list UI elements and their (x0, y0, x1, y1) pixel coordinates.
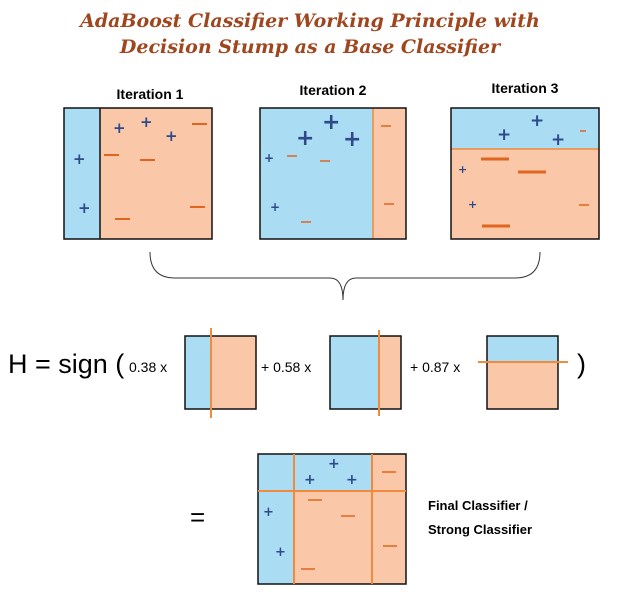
combining-brace (149, 251, 541, 301)
region-negative (451, 149, 599, 239)
region-positive (64, 108, 100, 239)
formula-box-3 (478, 335, 568, 410)
plus-mark: + (73, 150, 86, 168)
iteration-2-box: + + + + + (259, 107, 407, 240)
plus-mark: + (113, 119, 126, 137)
box-border (63, 107, 213, 240)
weight-term-1: 0.38 x (129, 359, 168, 375)
box-border (450, 107, 600, 240)
region-positive (451, 108, 599, 149)
formula-box-1 (184, 328, 257, 418)
iteration-2-label: Iteration 2 (299, 82, 367, 98)
iteration-1-label: Iteration 1 (116, 86, 184, 102)
formula-close-paren: ) (577, 349, 586, 379)
formula-prefix: H = sign ( (8, 349, 125, 379)
plus-mark: + (346, 472, 358, 488)
weight-term-3: + 0.87 x (410, 359, 461, 375)
region-positive (260, 108, 373, 239)
iteration-1-box: + + + + + (63, 107, 213, 240)
plus-mark: + (530, 111, 544, 131)
iteration-3-box: + + + + + (450, 107, 600, 240)
plus-mark: + (140, 113, 153, 131)
plus-mark: + (270, 200, 280, 214)
plus-mark: + (322, 110, 340, 135)
final-label-line-2: Strong Classifier (428, 522, 533, 537)
plus-mark: + (551, 130, 565, 150)
plus-mark: + (263, 505, 274, 520)
region-negative (100, 108, 212, 239)
plus-mark: + (328, 456, 340, 472)
final-label-line-1: Final Classifier / (428, 498, 528, 513)
box-border (259, 107, 407, 240)
weight-term-2: + 0.58 x (261, 359, 312, 375)
title-line-2: Decision Stump as a Base Classifier (119, 36, 501, 58)
plus-mark: + (264, 151, 274, 165)
plus-mark: + (296, 126, 314, 151)
final-classifier-box: + + + + + (257, 453, 407, 585)
region-negative (373, 108, 406, 239)
final-classifier-label: Final Classifier / Strong Classifier (428, 494, 532, 542)
formula-box-2 (329, 330, 402, 416)
title-line-1: AdaBoost Classifier Working Principle wi… (80, 10, 540, 32)
plus-mark: + (468, 198, 477, 211)
plus-mark: + (343, 127, 361, 152)
plus-mark: + (458, 163, 467, 176)
equals-sign: = (190, 502, 206, 532)
plus-mark: + (497, 125, 511, 145)
plus-mark: + (304, 472, 316, 488)
plus-mark: + (165, 127, 178, 145)
plus-mark: + (275, 545, 286, 560)
iteration-3-label: Iteration 3 (491, 80, 559, 96)
plus-mark: + (78, 199, 91, 217)
